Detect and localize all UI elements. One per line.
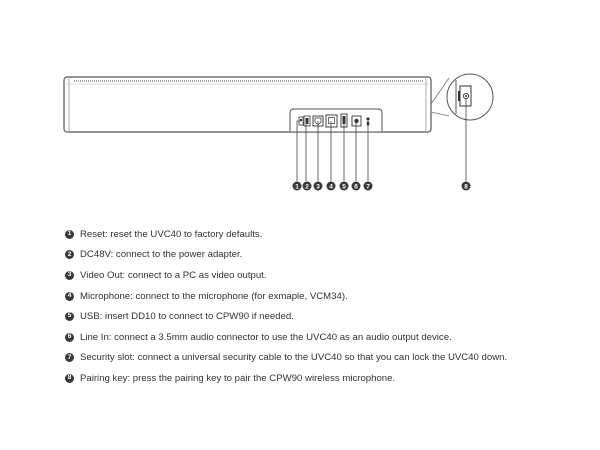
- legend-number-badge: 7: [65, 353, 74, 363]
- legend-item-pairing-key: 8 Pairing key: press the pairing key to …: [65, 368, 590, 389]
- callout-5-number: 5: [342, 183, 346, 190]
- callout-2-number: 2: [305, 183, 309, 190]
- legend-number-badge: 6: [65, 332, 74, 342]
- line-in-port: [351, 115, 362, 127]
- legend-item-video-out: 3 Video Out: connect to a PC as video ou…: [65, 265, 590, 286]
- callout-3-number: 3: [316, 183, 320, 190]
- legend-description: Microphone: connect to the microphone (f…: [80, 290, 348, 302]
- pairing-key-detail: [430, 73, 494, 121]
- callout-7-number: 7: [366, 183, 370, 190]
- callout-6-number: 6: [354, 183, 358, 190]
- callout-3: 3: [313, 181, 323, 191]
- legend-description: Pairing key: press the pairing key to pa…: [80, 372, 396, 384]
- legend-item-security-slot: 7 Security slot: connect a universal sec…: [65, 348, 590, 369]
- callout-2: 2: [302, 181, 312, 191]
- callout-8: 8: [461, 181, 471, 191]
- leader-lines: [296, 98, 467, 181]
- microphone-port: [325, 114, 338, 128]
- callout-4: 4: [326, 181, 336, 191]
- legend-item-line-in: 6 Line In: connect a 3.5mm audio connect…: [65, 327, 590, 348]
- legend-description: USB: insert DD10 to connect to CPW90 if …: [80, 311, 294, 323]
- callout-7: 7: [363, 181, 373, 191]
- legend-number-badge: 4: [65, 291, 74, 301]
- legend-item-dc48v: 2 DC48V: connect to the power adapter.: [65, 245, 590, 266]
- callout-1-number: 1: [295, 183, 299, 190]
- legend-item-microphone: 4 Microphone: connect to the microphone …: [65, 286, 590, 307]
- callout-8-number: 8: [464, 183, 468, 190]
- legend-description: Reset: reset the UVC40 to factory defaul…: [80, 228, 263, 240]
- legend-item-reset: 1 Reset: reset the UVC40 to factory defa…: [65, 224, 590, 245]
- legend-number-badge: 2: [65, 250, 74, 260]
- legend-description: DC48V: connect to the power adapter.: [80, 249, 243, 261]
- legend-description: Line In: connect a 3.5mm audio connector…: [80, 331, 452, 343]
- security-slot: [366, 117, 370, 126]
- callout-4-number: 4: [329, 183, 333, 190]
- callout-1: 1: [292, 181, 302, 191]
- callout-6: 6: [351, 181, 361, 191]
- legend-number-badge: 1: [65, 229, 74, 239]
- legend-list: 1 Reset: reset the UVC40 to factory defa…: [65, 224, 590, 389]
- legend-description: Video Out: connect to a PC as video outp…: [80, 269, 267, 281]
- legend-number-badge: 3: [65, 270, 74, 280]
- device-diagram: 1 2 3 4 5 6 7 8: [63, 73, 494, 191]
- legend-number-badge: 5: [65, 312, 74, 322]
- legend-number-badge: 8: [65, 373, 74, 383]
- legend-item-usb: 5 USB: insert DD10 to connect to CPW90 i…: [65, 306, 590, 327]
- legend-description: Security slot: connect a universal secur…: [80, 352, 508, 364]
- callout-5: 5: [339, 181, 349, 191]
